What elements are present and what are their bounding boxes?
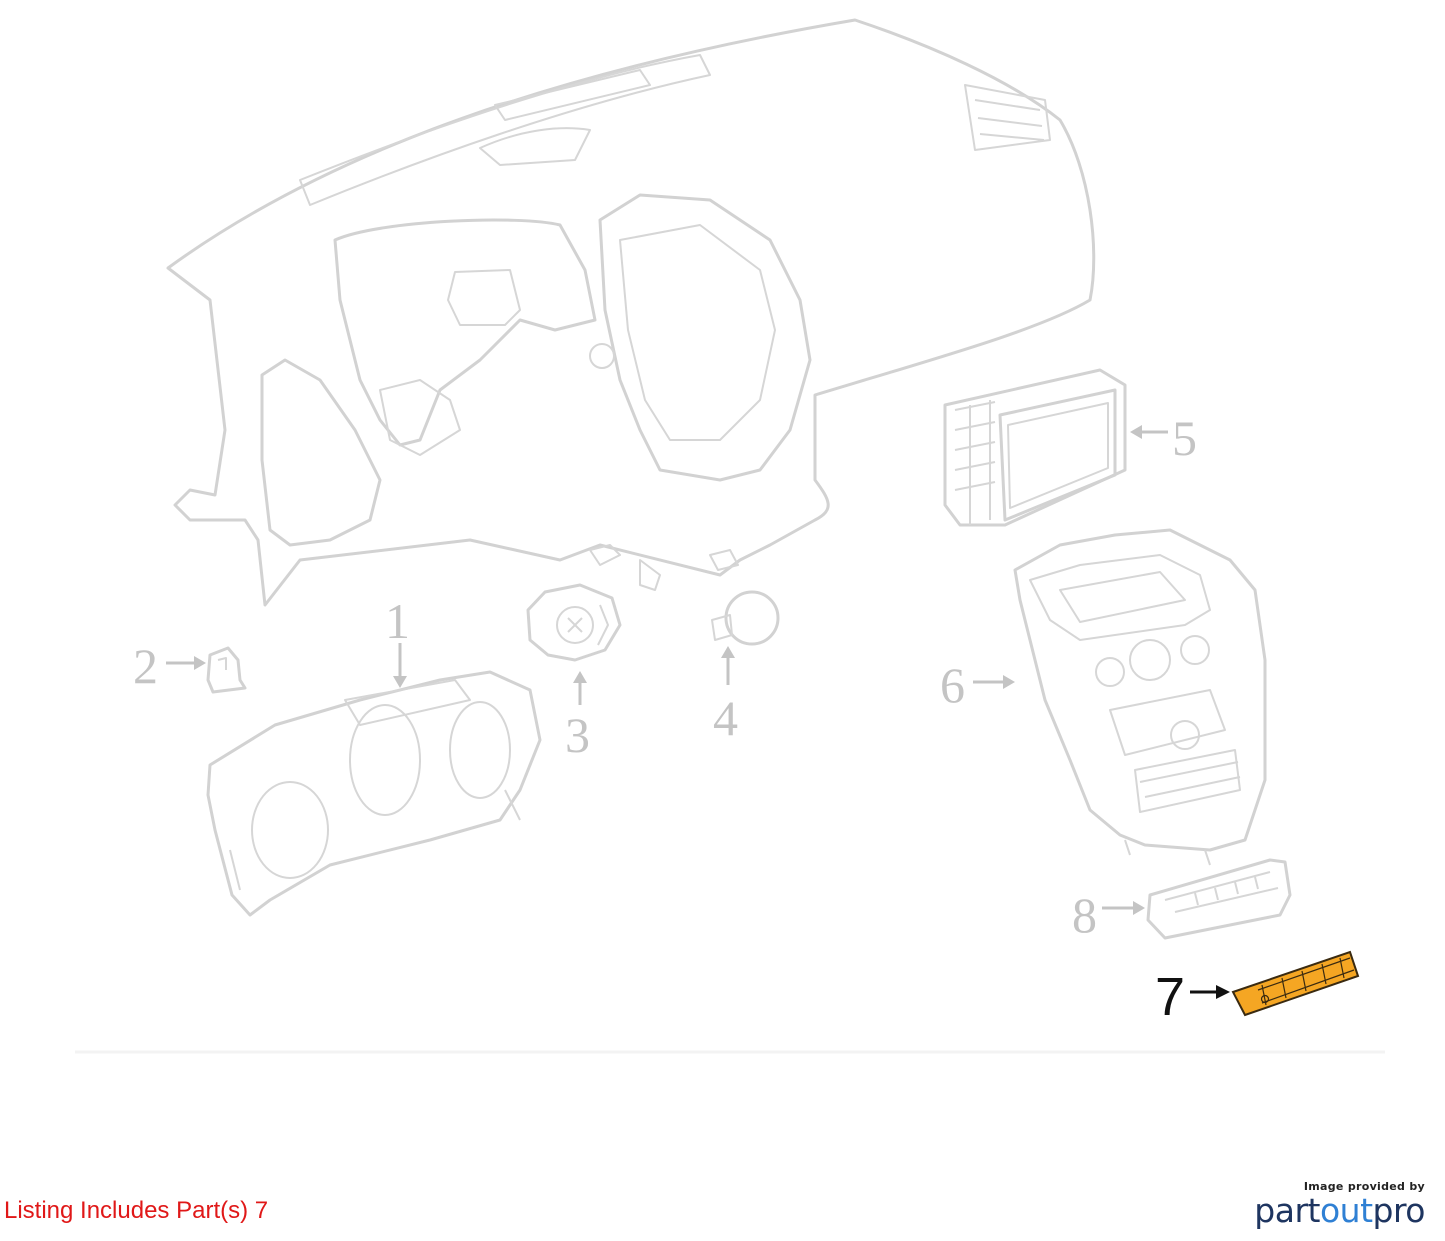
part-1-instrument-cluster — [206, 670, 542, 917]
partoutpro-logo: partoutpro — [1254, 1193, 1425, 1229]
callout-4: 4 — [713, 690, 738, 746]
callout-7: 7 — [1155, 967, 1185, 1027]
part-3-headlamp-switch — [526, 583, 622, 662]
part-7-switch-panel — [1231, 950, 1360, 1017]
logo-out: out — [1319, 1191, 1373, 1230]
callout-3: 3 — [565, 707, 590, 763]
callout-arrows — [166, 425, 1230, 999]
callout-1: 1 — [385, 593, 410, 649]
callout-5: 5 — [1172, 410, 1197, 466]
image-credit: Image provided by partoutpro — [1254, 1180, 1425, 1229]
logo-part: part — [1254, 1191, 1320, 1230]
part-4-ignition-switch — [711, 590, 780, 646]
callout-2: 2 — [133, 638, 158, 694]
listing-note: Listing Includes Part(s) 7 — [4, 1197, 269, 1224]
callout-8: 8 — [1072, 887, 1097, 943]
logo-pro: pro — [1372, 1191, 1426, 1230]
part-5-radio-unit — [943, 368, 1127, 527]
part-6-console-bezel — [1013, 528, 1267, 866]
callout-6: 6 — [940, 657, 965, 713]
credit-caption: Image provided by — [1303, 1180, 1425, 1193]
dashboard-panel — [166, 18, 1096, 607]
part-2-switch — [206, 646, 247, 694]
part-8-trim-panel — [1146, 858, 1292, 940]
